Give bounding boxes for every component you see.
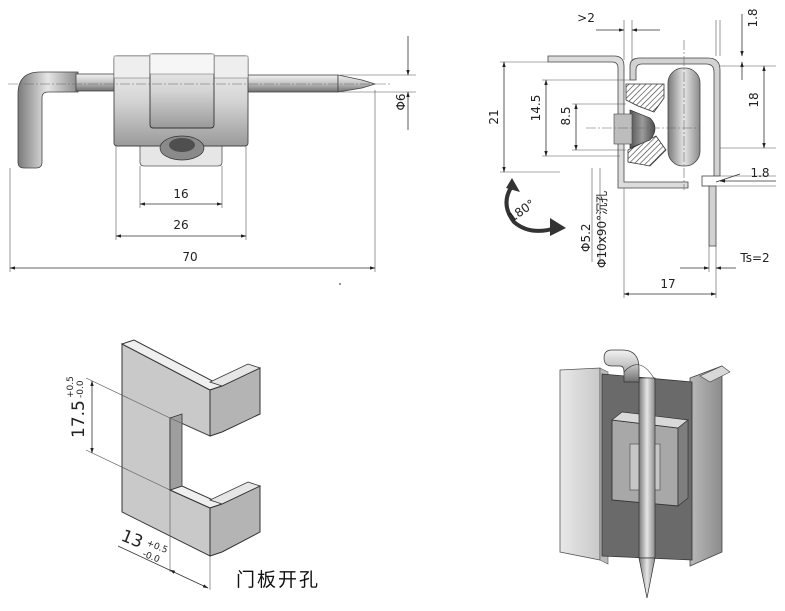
assembly-pin — [638, 377, 656, 559]
hole-diameter-label: Φ5.2 — [579, 223, 593, 252]
height-tol-upper: +0.5 — [66, 376, 76, 398]
side-view: >2 1.8 21 14.5 8.5 18 1.8 180° Φ5.2 Φ10x… — [487, 8, 776, 298]
section-hatch — [625, 83, 665, 113]
frame-panel — [689, 365, 723, 567]
cutout-width-label: 13 — [118, 526, 146, 553]
cutout-caption: 门板开孔 — [236, 569, 320, 591]
pin-shaft-left — [75, 73, 119, 92]
rotation-arrow — [504, 184, 557, 233]
top-thickness-label: 1.8 — [746, 8, 760, 27]
front-view: Φ6 16 26 70 — [8, 36, 416, 286]
height-tol-lower: -0.0 — [76, 380, 86, 398]
dim-16-label: 16 — [173, 187, 188, 201]
pin-tip — [337, 74, 377, 93]
dim-14-5-label: 14.5 — [529, 95, 543, 122]
dim-70-label: 70 — [182, 250, 197, 264]
thickness-label: Ts=2 — [739, 251, 769, 265]
dim-8-5-label: 8.5 — [559, 106, 573, 125]
dim-21-label: 21 — [487, 109, 501, 124]
cutout-view: 17.5 +0.5 -0.0 13 +0.5 -0.0 门板开孔 — [66, 339, 320, 591]
dim-26-label: 26 — [173, 218, 188, 232]
screw-head — [629, 109, 656, 149]
gap-label: >2 — [577, 11, 595, 25]
pin-shaft-right — [245, 74, 339, 93]
right-thickness-label: 1.8 — [750, 166, 769, 180]
assembly-view — [559, 349, 731, 599]
diameter-label: Φ6 — [394, 93, 408, 110]
dim-18-label: 18 — [747, 92, 761, 107]
cutout-height-label: 17.5 — [69, 400, 89, 438]
dim-17-label: 17 — [660, 277, 675, 291]
door-panel — [559, 367, 601, 561]
rotation-label: 180° — [506, 197, 538, 225]
countersink-label: Φ10x90°沉孔 — [595, 191, 609, 268]
pin-hook — [17, 71, 79, 169]
